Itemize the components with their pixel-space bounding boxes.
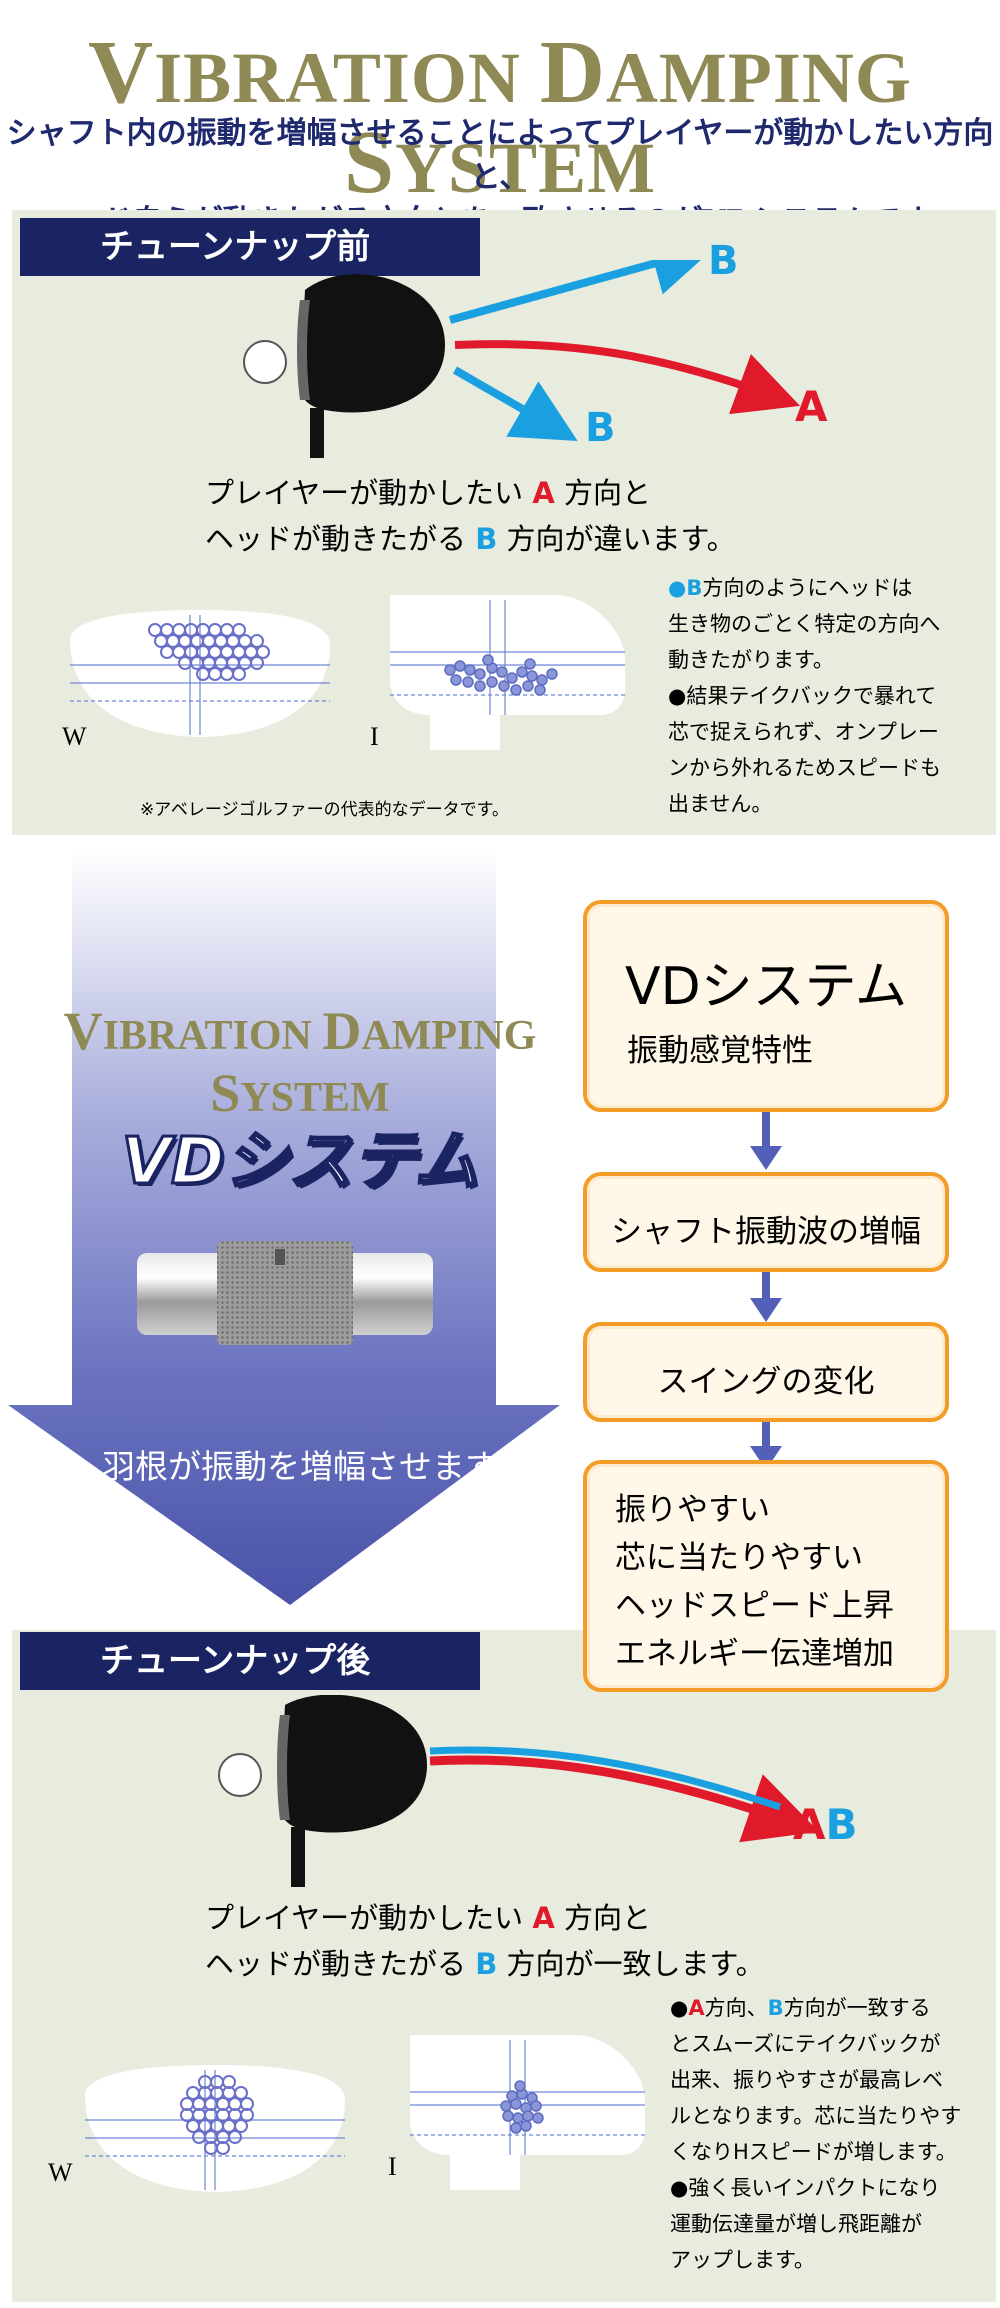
before-swing-diagram [243,260,801,458]
after-w-label: W [48,2158,73,2187]
after-panel-body [12,1700,996,2302]
flow-arrow-3 [750,1422,782,1470]
flow-box-vd-system: VDシステム 振動感覚特性 [583,900,949,1112]
before-i-chart [390,595,625,750]
before-footnote: ※アベレージゴルファーの代表的なデータです。 [140,800,509,820]
flow-result: 振りやすい 芯に当たりやすい ヘッドスピード上昇 エネルギー伝達増加 [615,1486,945,1678]
arrow-caption: 羽根が振動を増幅させます [102,1447,498,1486]
after-swing-diagram [218,1695,820,1887]
golf-ball [243,340,287,384]
flow-box-step-2: スイングの変化 [583,1322,949,1422]
before-caption: プレイヤーが動かしたい A 方向と ヘッドが動きたがる B 方向が違います。 [205,470,845,562]
flow-box-step-1: シャフト振動波の増幅 [583,1172,949,1272]
flow-step-1: シャフト振動波の増幅 [611,1214,921,1250]
before-note-2-line-1: ●結果テイクバックで暴れて [668,684,937,708]
vd-word-3: SYSTEM [210,1063,390,1123]
arrow-b-lower [452,366,578,442]
before-w-impact-cluster [148,623,270,681]
after-note-2-line-1: ●強く長いインパクトになり [670,2176,941,2200]
after-caption-line-1: プレイヤーが動かしたい A 方向と [205,1901,652,1935]
after-note-1-line-4: ルとなります。芯に当たりやす [670,2104,962,2128]
flow-arrow-1 [750,1112,782,1170]
after-w-impact-cluster [180,2075,254,2155]
after-note-1-line-1: ●A方向、B方向が一致する [670,1996,931,2020]
arrow-a-label: A [795,382,828,431]
flow-box-result: 振りやすい 芯に当たりやすい ヘッドスピード上昇 エネルギー伝達増加 [583,1460,949,1692]
flow-title: VDシステム [625,957,908,1017]
after-arrow-label: AB [793,1800,858,1849]
after-caption: プレイヤーが動かしたい A 方向と ヘッドが動きたがる B 方向が一致します。 [205,1895,845,1987]
after-i-chart [410,2035,645,2190]
before-caption-line-1: プレイヤーが動かしたい A 方向と [205,476,652,510]
flow-result-line-2: 芯に当たりやすい [615,1540,863,1576]
arrow-a [454,340,801,415]
vd-word-1: VIBRATION [63,1001,312,1061]
before-w-chart [70,610,330,737]
after-note-2-line-2: 運動伝達量が増し飛距離が [670,2212,922,2236]
arrow-a [429,1755,820,1843]
after-note-1-line-5: くなりHスピードが増します。 [670,2140,957,2164]
after-label: チューンナップ後 [20,1632,480,1690]
flow-result-line-4: エネルギー伝達増加 [615,1636,894,1672]
flow-subtitle: 振動感覚特性 [627,1033,813,1069]
before-notes: ●B方向のようにヘッドは 生き物のごとく特定の方向へ 動きたがります。 ●結果テ… [668,570,988,822]
before-note-2-line-3: ンから外れるためスピードも [668,756,941,780]
arrow-b-upper-label: B [708,238,739,284]
before-note-1-line-2: 生き物のごとく特定の方向へ [668,612,941,636]
after-i-impact-cluster [500,2080,544,2134]
subtitle-line-1: シャフト内の振動を増幅させることによってプレイヤーが動かしたい方向と、 [6,116,994,195]
after-notes: ●A方向、B方向が一致する とスムーズにテイクバックが 出来、振りやすさが最高レ… [670,1990,990,2278]
flow-result-line-1: 振りやすい [615,1492,770,1528]
after-arrow-a-label: A [793,1800,826,1849]
before-label: チューンナップ前 [20,218,480,276]
arrow-b-upper [448,260,716,324]
vd-damper-image [137,1241,433,1345]
after-arrow-b-label: B [825,1800,858,1849]
flow-result-line-3: ヘッドスピード上昇 [615,1588,894,1624]
before-i-impact-cluster [444,654,558,696]
vd-logo: VDシステム [120,1124,480,1201]
flow-step-2: スイングの変化 [657,1364,875,1400]
before-w-label: W [62,722,87,751]
after-note-1-line-2: とスムーズにテイクバックが [670,2032,941,2056]
flow-arrow-2 [750,1272,782,1322]
before-caption-line-2: ヘッドが動きたがる B 方向が違います。 [205,522,736,556]
golf-ball [218,1753,262,1797]
before-note-2-line-4: 出ません。 [668,792,773,816]
main-title: VIBRATION DAMPING SYSTEM [0,28,1000,208]
title-word-3: SYSTEM [343,113,657,212]
title-word-1: VIBRATION [88,23,521,122]
before-note-1-line-1: ●B方向のようにヘッドは [668,576,913,600]
club-head [297,274,445,458]
big-down-arrow [8,850,560,1605]
vd-side-title: VIBRATION DAMPING SYSTEM [20,1000,580,1124]
after-caption-line-2: ヘッドが動きたがる B 方向が一致します。 [205,1947,765,1981]
arrow-b [429,1746,782,1811]
before-i-label: I [370,722,379,751]
after-note-1-line-3: 出来、振りやすさが最高レベ [670,2068,943,2092]
before-note-2-line-2: 芯で捉えられず、オンプレー [668,720,939,744]
after-note-2-line-3: アップします。 [670,2248,815,2272]
club-head [277,1695,427,1887]
vd-word-2: DAMPING [322,1001,537,1061]
before-note-1-line-3: 動きたがります。 [668,648,834,672]
after-i-label: I [388,2152,397,2181]
title-word-2: DAMPING [539,23,912,122]
arrow-b-lower-label: B [585,405,616,451]
after-w-chart [85,2065,345,2192]
